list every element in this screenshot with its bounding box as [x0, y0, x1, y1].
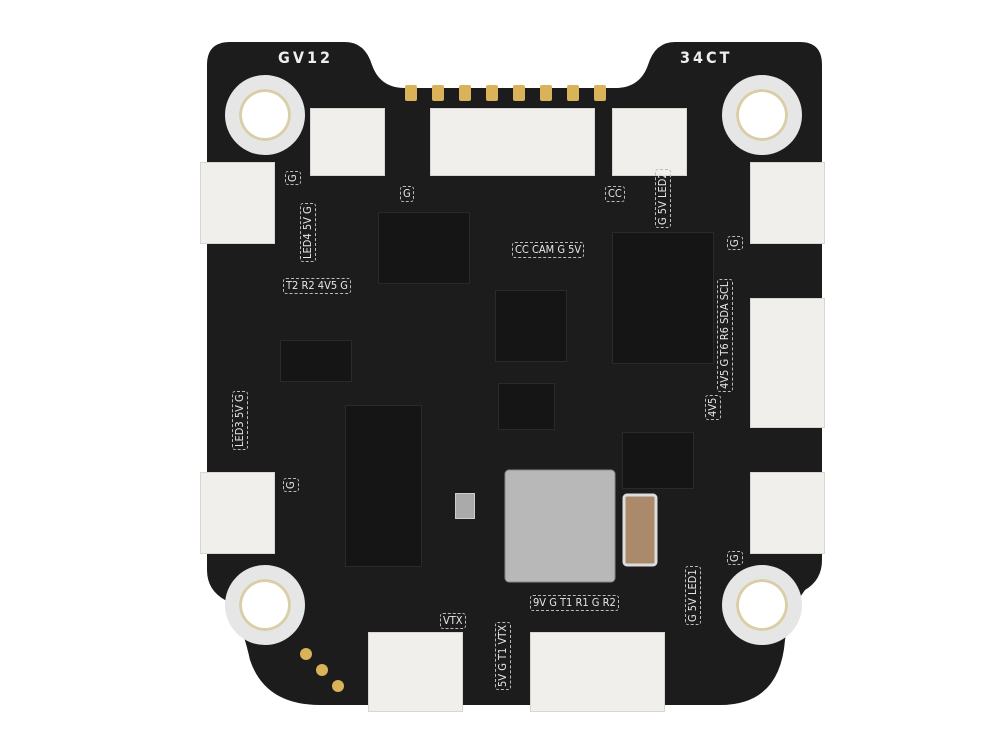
flash-chip [612, 232, 714, 364]
gold-pad [316, 664, 328, 676]
crystal [455, 493, 475, 519]
label-led1: G 5V LED1 [685, 566, 701, 625]
label-vtx-pins: 5V G T1 VTX [495, 621, 511, 690]
connector-bottom-right[interactable] [530, 632, 665, 712]
gold-pad [332, 680, 344, 692]
gold-pad [486, 85, 498, 101]
connector-right-middle[interactable] [750, 298, 825, 428]
transistor [280, 340, 352, 382]
label-34ct: 34CT [680, 48, 733, 67]
label-i2c: 4V5 G T6 R6 SDA SCL [717, 278, 733, 392]
label-led4: LED4 5V G [300, 203, 316, 262]
mcu-chip [495, 290, 567, 362]
connector-bottom-left[interactable] [368, 632, 463, 712]
gold-pad [567, 85, 579, 101]
label-cc: CC [605, 186, 625, 202]
osd-chip [345, 405, 422, 567]
label-led2: G 5V LED2 [655, 169, 671, 228]
connector-left-bottom[interactable] [200, 472, 275, 554]
label-t2-r2: T2 R2 4V5 G [283, 278, 351, 294]
connector-top-center[interactable] [430, 108, 595, 176]
gold-pad [405, 85, 417, 101]
label-g: G [283, 478, 299, 492]
label-4v5: 4V5 [705, 394, 721, 420]
baro-chip [622, 432, 694, 489]
label-vtx: VTX [440, 613, 466, 629]
gyro-chip [498, 383, 555, 430]
label-g: G [727, 551, 743, 565]
gold-pad [300, 648, 312, 660]
label-cam: CC CAM G 5V [512, 242, 585, 258]
label-g: G [285, 171, 301, 185]
label-g: G [400, 186, 414, 202]
label-g: G [727, 236, 743, 250]
connector-top-right[interactable] [612, 108, 687, 176]
connector-right-bottom[interactable] [750, 472, 825, 554]
connector-top-left[interactable] [310, 108, 385, 176]
label-led3: LED3 5V G [232, 391, 248, 450]
gold-pad [540, 85, 552, 101]
connector-right-top[interactable] [750, 162, 825, 244]
capacitor [622, 493, 658, 567]
regulator-chip [378, 212, 470, 284]
mount-hole [722, 75, 802, 155]
gold-pad [459, 85, 471, 101]
label-gv12: GV12 [278, 48, 333, 67]
mount-hole [225, 565, 305, 645]
shield-can [504, 469, 616, 583]
gold-pad [513, 85, 525, 101]
mount-hole [722, 565, 802, 645]
connector-left-top[interactable] [200, 162, 275, 244]
gold-pad [594, 85, 606, 101]
mount-hole [225, 75, 305, 155]
gold-pad [432, 85, 444, 101]
label-uart: 9V G T1 R1 G R2 [530, 595, 619, 611]
